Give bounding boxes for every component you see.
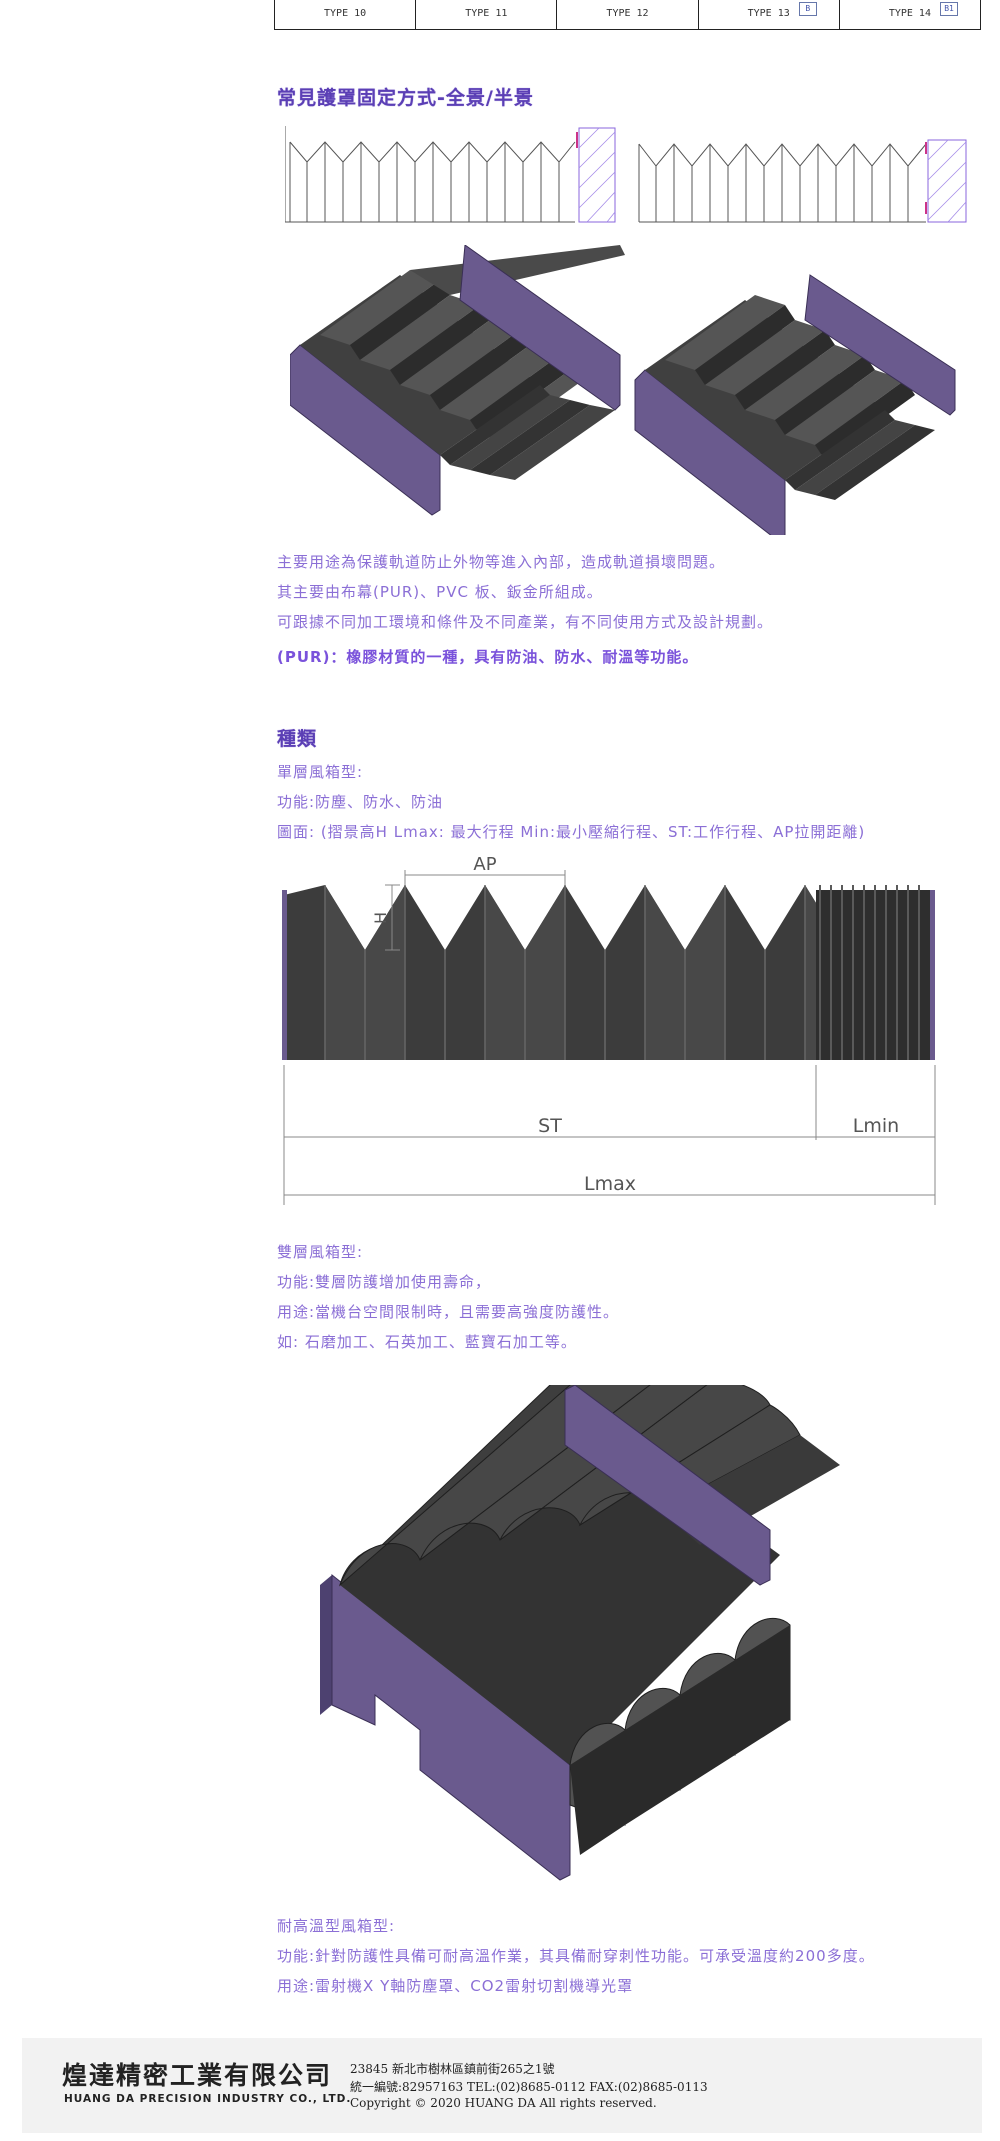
high-temp-function: 功能:針對防護性具備可耐高溫作業，其具備耐穿刺性功能。可承受溫度約200多度。: [277, 1947, 875, 1965]
company-contact: 統一編號:82957163 TEL:(02)8685-0112 FAX:(02)…: [350, 2080, 708, 2094]
double-layer-title: 雙層風箱型:: [277, 1243, 364, 1261]
company-address: 23845 新北市樹林區鎮前街265之1號: [350, 2062, 555, 2076]
type-cell: TYPE 12: [557, 0, 699, 29]
single-layer-title: 單層風箱型:: [277, 763, 364, 781]
st-label: ST: [538, 1115, 562, 1137]
double-layer-usage: 用途:當機台空間限制時，且需要高強度防護性。: [277, 1303, 620, 1321]
double-layer-example: 如: 石磨加工、石英加工、藍寶石加工等。: [277, 1333, 577, 1351]
high-temp-usage: 用途:雷射機X Y軸防塵罩、CO2雷射切割機導光罩: [277, 1977, 634, 1995]
type-badge: B: [798, 2, 817, 16]
compressed-bellows: [816, 885, 935, 1060]
h-label: H: [371, 912, 390, 924]
type-cell: TYPE 11: [416, 0, 558, 29]
intro-line: 可跟據不同加工環境和條件及不同產業，有不同使用方式及設計規劃。: [277, 613, 774, 631]
pur-note: (PUR)：橡膠材質的一種，具有防油、防水、耐溫等功能。: [277, 648, 699, 666]
bellows-left: [290, 245, 625, 516]
intro-line: 其主要由布幕(PUR)、PVC 板、鈑金所組成。: [277, 583, 603, 601]
types-heading: 種類: [277, 728, 318, 750]
single-layer-drawing-note: 圖面: (摺景高H Lmax: 最大行程 Min:最小壓縮行程、ST:工作行程、…: [277, 823, 866, 841]
type-cell: TYPE 10: [275, 0, 417, 29]
type-cell: TYPE 13 B: [699, 0, 840, 29]
bellows-3d-illustration-pair: [290, 245, 956, 535]
expanded-bellows: [282, 885, 845, 1060]
bellows-dimension-diagram: AP H ST Lmin Lmax: [282, 854, 936, 1205]
double-layer-bellows-illustration: [320, 1385, 840, 1881]
type-label: TYPE 12: [606, 8, 649, 19]
full-fixing-outline-diagram: [285, 126, 616, 223]
fixing-heading: 常見護罩固定方式-全景/半景: [277, 87, 534, 109]
bellows-right: [634, 274, 956, 535]
type-cell: TYPE 14 B1: [840, 0, 980, 29]
footer: 煌達精密工業有限公司 HUANG DA PRECISION INDUSTRY C…: [22, 2038, 982, 2133]
type-strip: TYPE 10 TYPE 11 TYPE 12 TYPE 13 B TYPE 14…: [274, 0, 981, 30]
type-label: TYPE 13: [747, 8, 790, 19]
type-badge: B1: [940, 2, 959, 16]
company-name-cn: 煌達精密工業有限公司: [62, 2061, 333, 2090]
lmin-label: Lmin: [853, 1115, 899, 1137]
intro-line: 主要用途為保護軌道防止外物等進入內部，造成軌道損壞問題。: [277, 553, 726, 571]
copyright: Copyright © 2020 HUANG DA All rights res…: [350, 2096, 657, 2110]
half-fixing-outline-diagram: [638, 139, 967, 223]
single-layer-function: 功能:防塵、防水、防油: [277, 793, 444, 811]
type-label: TYPE 10: [324, 8, 367, 19]
company-name-en: HUANG DA PRECISION INDUSTRY CO., LTD.: [64, 2093, 352, 2105]
ap-label: AP: [473, 854, 496, 875]
high-temp-title: 耐高溫型風箱型:: [277, 1917, 396, 1935]
double-layer-function: 功能:雙層防護增加使用壽命，: [277, 1273, 492, 1291]
type-label: TYPE 11: [465, 8, 508, 19]
lmax-label: Lmax: [584, 1173, 636, 1195]
type-label: TYPE 14: [888, 8, 931, 19]
